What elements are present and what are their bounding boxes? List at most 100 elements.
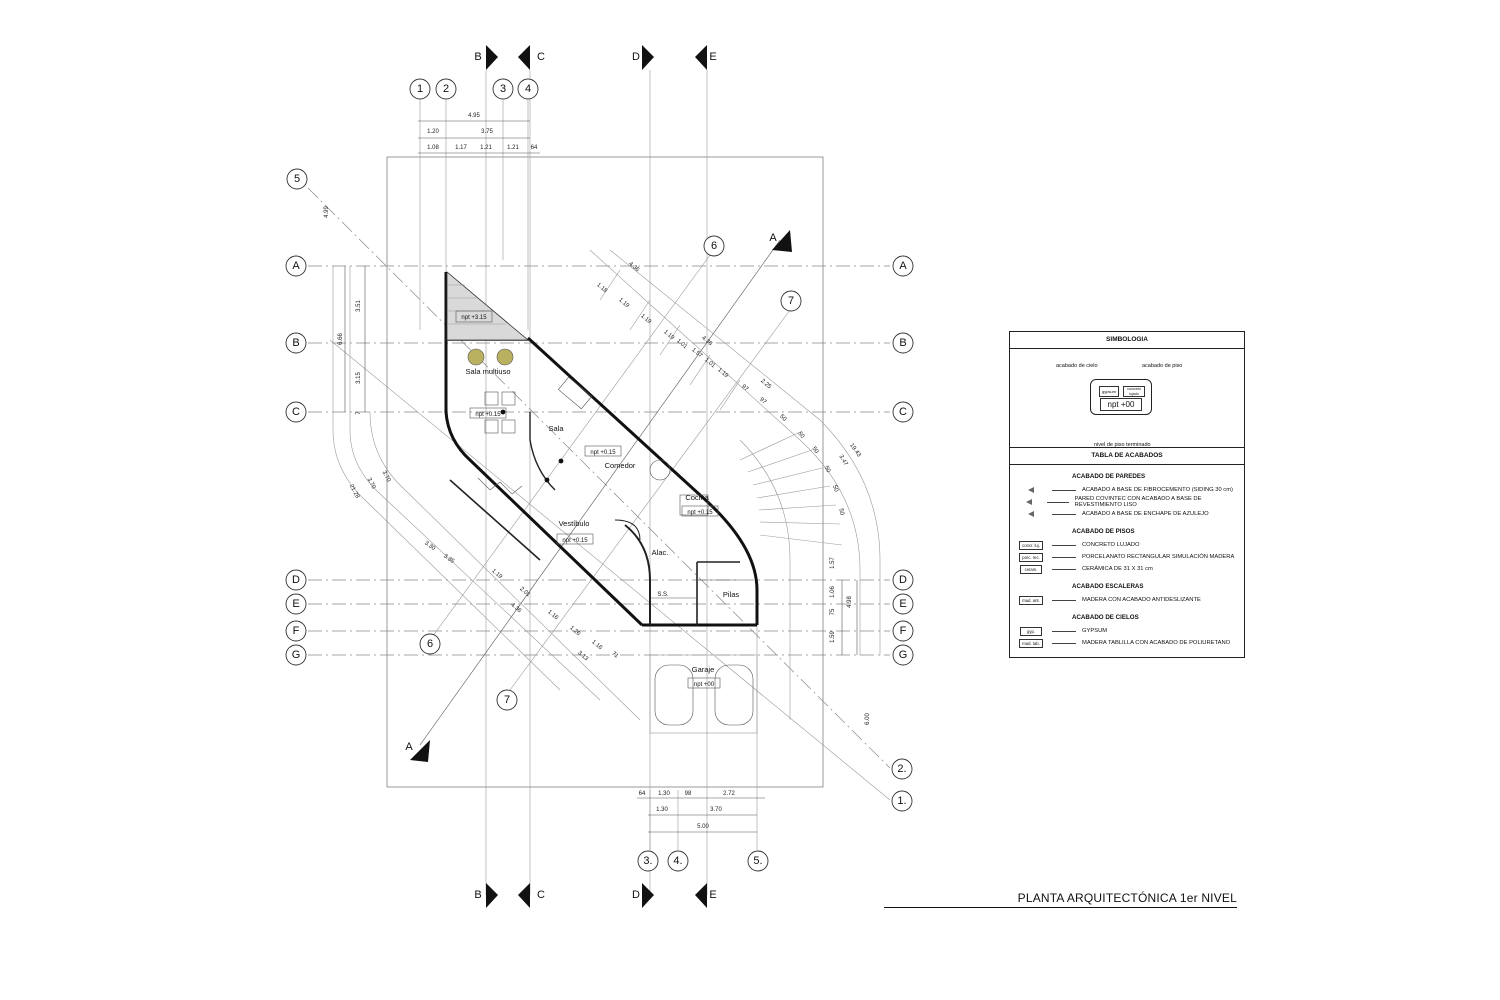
grid-label-right-f: F (900, 625, 907, 637)
legend-cielo-1-text: GYPSUM (1082, 628, 1108, 634)
dim-top-row2-b: 3.75 (481, 129, 493, 135)
dim-lower-8: 71 (610, 651, 619, 660)
legend-escalera-1-text: MADERA CON ACABADO ANTIDESLIZANTE (1082, 597, 1201, 603)
room-name-sala-multiuso: Sala multiuso (465, 367, 510, 376)
legend-piso-3: ceram. CERÁMICA DE 31 X 31 cm (1010, 563, 1244, 575)
legend-box-piso: concreto lujado (1123, 386, 1145, 397)
dim-left-4: 3.15 (356, 372, 362, 384)
grid-bubble-left-a (285, 255, 307, 277)
grid-label-bottom-5: 5. (753, 855, 762, 867)
grid-bubble-right-g (892, 644, 914, 666)
dim-upper-9: 1.01 (675, 338, 688, 351)
dim-top-row2-a: 1.20 (427, 129, 439, 135)
grid-label-right-g: G (899, 649, 908, 661)
legend-leader-line (1052, 556, 1076, 558)
room-level-vestibulo: npt +0.15 (562, 538, 588, 544)
dim-bottom-row2-a: 1.30 (656, 807, 668, 813)
marker-bottom-c: C (537, 889, 545, 901)
grid-bubble-diag-7-top (780, 290, 802, 312)
grid-label-bottom-4: 4. (673, 855, 682, 867)
diagonal-grid-lines (307, 187, 891, 801)
grid-bubble-diag-6-top (703, 235, 725, 257)
plant-2 (496, 348, 514, 366)
marker-bottom-b: B (474, 889, 481, 901)
stair-rays (599, 269, 843, 546)
wall-finish-icon (1028, 511, 1034, 517)
room-name-servicio: S.S. (657, 592, 669, 598)
grid-bubble-left-b (285, 332, 307, 354)
grid-label-bottom-3: 3. (643, 855, 652, 867)
legend-cielo-1: gyp. GYPSUM (1010, 625, 1244, 637)
dim-lower-4: 1.26 (568, 625, 581, 638)
grid-label-diag-6-bottom: 6 (427, 638, 433, 650)
grid-label-right-c: C (899, 406, 907, 418)
level-tag-box-garaje (687, 677, 721, 689)
plant-1 (467, 348, 485, 366)
grid-bubble-right-a (892, 255, 914, 277)
dim-lower-5: 1.16 (590, 639, 603, 652)
grid-bubble-right-b (892, 332, 914, 354)
grid-label-left-c: C (292, 406, 300, 418)
legend-tabla-title: TABLA DE ACABADOS (1010, 448, 1244, 465)
legend-piso-1-text: CONCRETO LUJADO (1082, 542, 1140, 548)
legend-leader-line (1052, 642, 1076, 644)
level-tag-box-cocina (681, 505, 719, 517)
legend-escalera-1-code: mad. ant. (1019, 595, 1043, 605)
dim-upper-5: 1.19 (662, 329, 675, 342)
furniture (484, 376, 758, 734)
building-walls (444, 272, 759, 627)
dim-curve-5: 50 (831, 484, 839, 493)
legend-piso-1: concr. luj. CONCRETO LUJADO (1010, 539, 1244, 551)
level-tag-box-sala-multiuso (469, 407, 507, 419)
dim-left-5: 7 (356, 411, 362, 415)
dim-curve-3: 50 (810, 446, 819, 455)
horizontal-grid-lines (308, 265, 890, 656)
legend-piso-3-text: CERÁMICA DE 31 X 31 cm (1082, 566, 1153, 572)
legend-escaleras-title: ACABADO ESCALERAS (1072, 583, 1144, 590)
room-name-cocina: Cocina (685, 493, 709, 502)
dim-top-row3-d: 1.21 (507, 145, 519, 151)
dim-top-row3-a: 1.08 (427, 145, 439, 151)
dim-top-total: 4.95 (468, 113, 480, 119)
room-name-sala: Sala (548, 424, 564, 433)
legend-label-nivel: nivel de piso terminado (1094, 442, 1151, 448)
grid-bubble-left-f (285, 620, 307, 642)
dim-right-2: 1.06 (830, 586, 836, 598)
grid-bubble-diag-2 (891, 758, 913, 780)
level-tag-box-vestibulo (556, 533, 594, 545)
dim-left-diag-4: 3.30 (423, 540, 437, 552)
dim-left-2: 3.51 (356, 300, 362, 312)
legend-symbol-area: acabado de cielo acabado de piso gypsum … (1010, 349, 1244, 448)
dim-curve-2: 50 (796, 431, 805, 440)
room-level-garaje: npt +00 (694, 682, 715, 688)
grid-bubble-right-d (892, 569, 914, 591)
grid-label-left-e: E (292, 598, 299, 610)
grid-bubble-diag-6-bottom (419, 633, 441, 655)
grid-label-left-b: B (292, 337, 299, 349)
dim-right-5: 1.59 (830, 631, 836, 643)
legend-simbologia-title: SIMBOLOGIA (1010, 332, 1244, 349)
grid-bubble-top-1 (409, 78, 431, 100)
legend-leader-line (1047, 501, 1069, 503)
grid-label-top-1: 1 (417, 83, 423, 95)
legend-panel: SIMBOLOGIA acabado de cielo acabado de p… (1009, 331, 1245, 658)
room-name-comedor: Comedor (605, 461, 636, 470)
room-level-cocina: npt +0.15 (687, 510, 713, 516)
grid-bubble-right-e (892, 593, 914, 615)
dim-curve-6: 50 (837, 508, 844, 516)
grid-bubble-bottom-4 (667, 850, 689, 872)
grid-bubble-diag-5 (286, 168, 308, 190)
marker-top-b: B (474, 51, 481, 63)
legend-cielos-title: ACABADO DE CIELOS (1072, 614, 1139, 621)
dim-upper-4: 1.19 (639, 313, 652, 326)
dim-upper-1: 4.36 (627, 261, 640, 274)
dim-lower-1: 1.19 (490, 568, 503, 581)
dim-curve-7: 3.47 (837, 454, 848, 468)
dim-curve-4: 50 (823, 465, 832, 474)
dim-lower-7: 3.13 (576, 650, 589, 663)
dimension-chains (344, 120, 858, 833)
dim-top-row3-c: 1.21 (480, 145, 492, 151)
grid-bubble-left-g (285, 644, 307, 666)
legend-cielo-2: mad. tab. MADERA TABLILLA CON ACABADO DE… (1010, 637, 1244, 649)
